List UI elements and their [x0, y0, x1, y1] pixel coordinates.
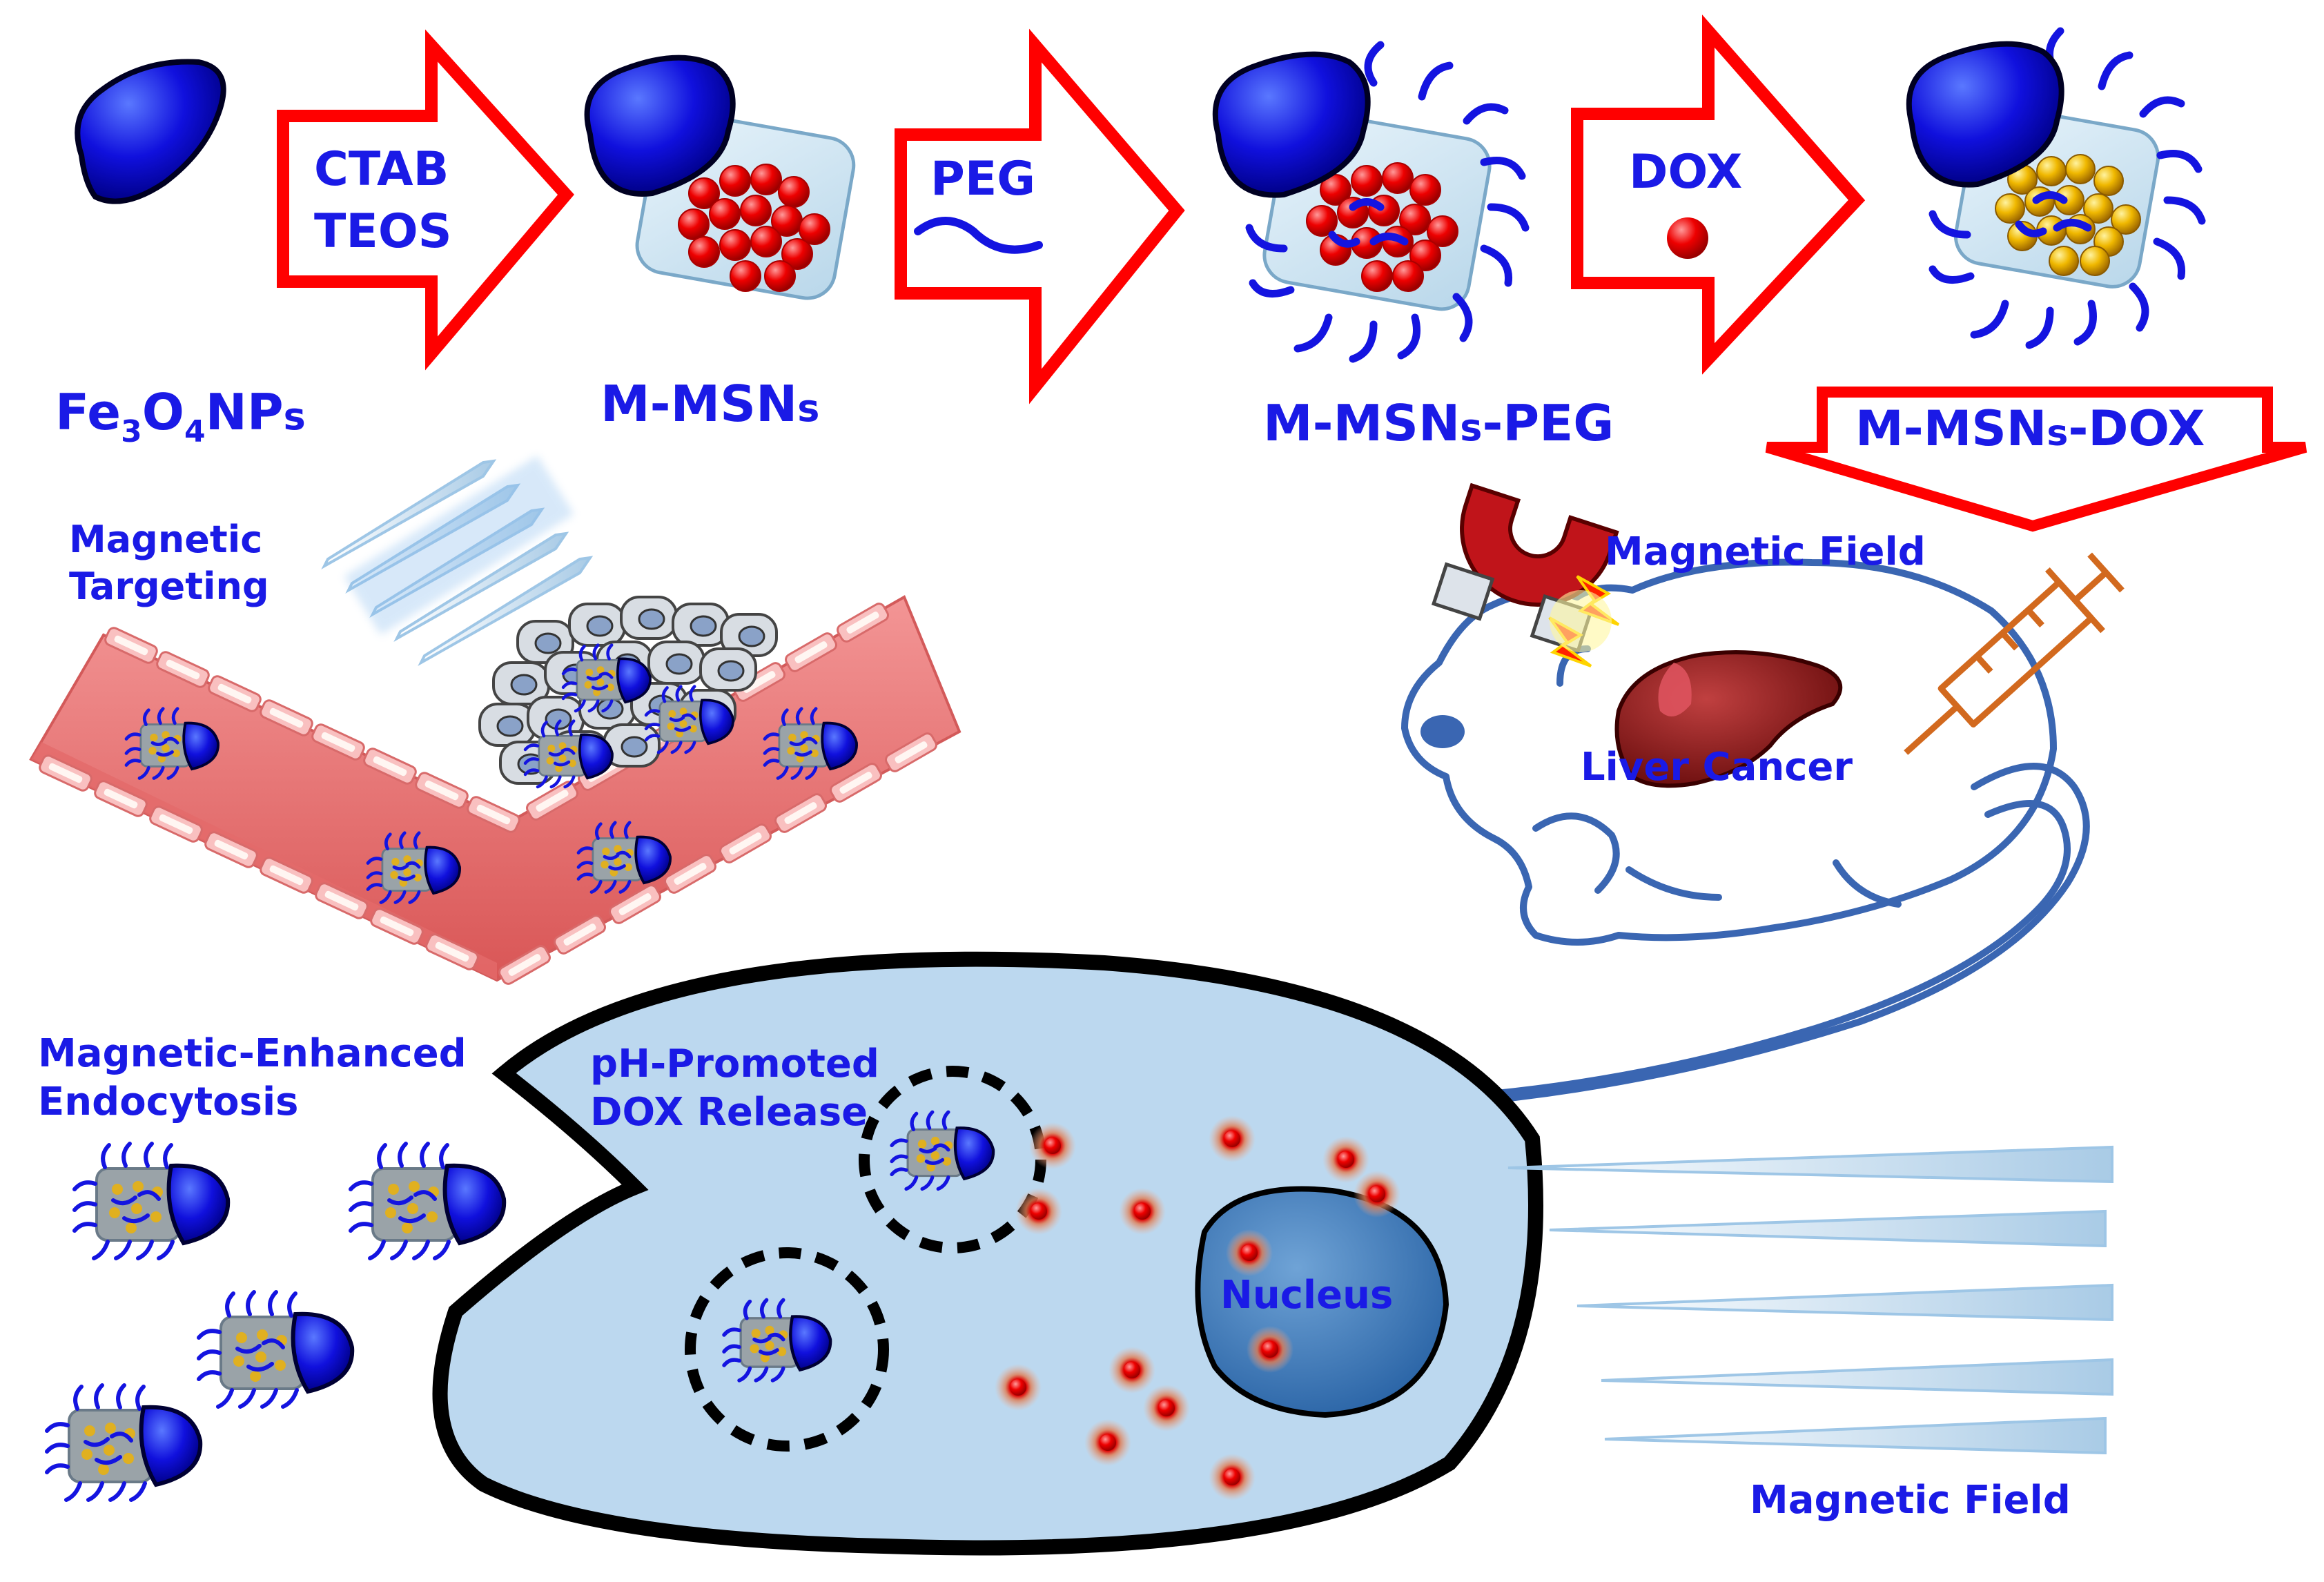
synthesis-arrow-2 — [895, 28, 1185, 404]
synthesis-arrow-3 — [1571, 14, 1866, 375]
fe3o4-label: Fe3O4NPs — [55, 383, 306, 449]
endosome-2 — [685, 1247, 889, 1452]
magnetic-targeting-label-line1: Magnetic — [69, 518, 262, 561]
teos-label: TEOS — [314, 204, 452, 259]
liver-cancer-label: Liver Cancer — [1581, 745, 1853, 790]
m-msns-label: M-MSNs — [600, 375, 819, 433]
magnetic-field-label-bottom: Magnetic Field — [1750, 1478, 2071, 1523]
ctab-label: CTAB — [314, 142, 449, 197]
mouse-illustration — [1401, 557, 2090, 1104]
peg-chain-icon — [914, 217, 1043, 254]
fe3o4-particle — [75, 59, 226, 204]
dox-molecule-icon — [1667, 217, 1708, 259]
endocytosis-label-line2: Endocytosis — [38, 1080, 298, 1124]
magnetic-field-label-top: Magnetic Field — [1605, 529, 1926, 574]
endocytosis-nanoparticles — [47, 1144, 504, 1500]
m-msns-dox-label: M-MSNs-DOX — [1855, 400, 2205, 457]
endocytosis-label-line1: Magnetic-Enhanced — [38, 1031, 467, 1076]
m-msns-peg-label: M-MSNs-PEG — [1263, 394, 1614, 452]
injection-down-arrow — [1765, 387, 2307, 532]
dox-label: DOX — [1629, 145, 1742, 199]
nucleus-label: Nucleus — [1220, 1273, 1393, 1318]
magnetic-field-lines-bottom-right — [1507, 1145, 2113, 1455]
mouse-eye — [1420, 715, 1465, 748]
m-msns-particle — [584, 55, 856, 300]
liver-icon — [1614, 650, 1843, 788]
m-msns-dox-particle — [1906, 27, 2206, 349]
peg-label: PEG — [930, 152, 1035, 206]
magnetic-targeting-label-line2: Targeting — [69, 565, 269, 608]
syringe-icon — [1904, 552, 2125, 755]
dox-release-label-line1: pH-Promoted — [590, 1042, 879, 1086]
dox-release-label-line2: DOX Release — [590, 1090, 868, 1135]
synthesis-arrow-1 — [277, 29, 574, 371]
m-msns-peg-particle — [1212, 41, 1530, 363]
